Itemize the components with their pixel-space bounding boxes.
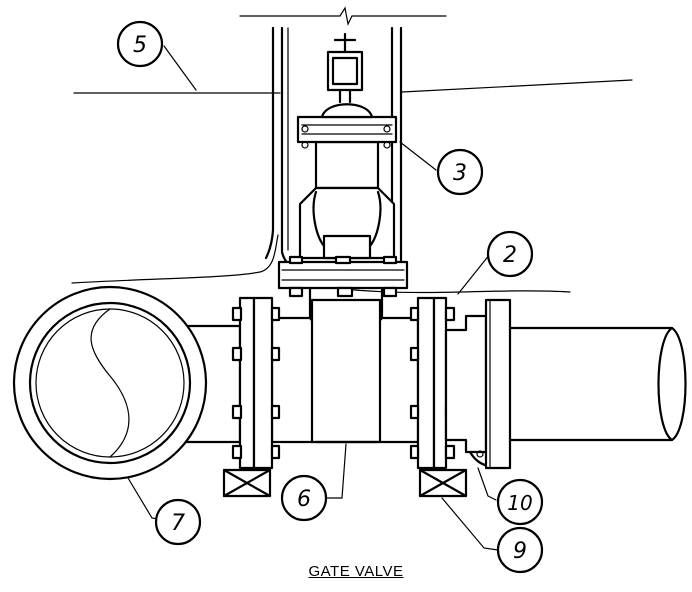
callout-10: 10 [496, 478, 544, 526]
callout-6-label: 6 [297, 487, 311, 512]
support-blocks [222, 468, 468, 498]
callout-7: 7 [154, 498, 202, 546]
callout-10-label: 10 [507, 491, 532, 515]
callout-5-label: 5 [133, 33, 147, 58]
callout-2: 2 [486, 230, 534, 278]
callout-3-label: 3 [453, 161, 467, 186]
callout-7-label: 7 [171, 511, 185, 536]
callout-2-label: 2 [503, 243, 517, 268]
pipe-right [508, 326, 687, 442]
valve-body [270, 298, 420, 444]
callout-9-label: 9 [513, 539, 527, 564]
callout-9: 9 [496, 526, 544, 574]
valve-bonnet [298, 140, 396, 264]
leader-lines [127, 45, 499, 551]
pipe-cross-section [12, 285, 242, 481]
left-flanges [231, 296, 281, 470]
right-flanges [409, 296, 456, 470]
break-line [239, 6, 447, 26]
coupling-adapter [444, 298, 512, 470]
operating-nut [326, 32, 364, 104]
callout-3: 3 [436, 148, 484, 196]
drawing-caption: GATE VALVE [308, 563, 404, 580]
callout-6: 6 [280, 474, 328, 522]
callout-5: 5 [116, 20, 164, 68]
bonnet-flange [296, 103, 398, 149]
body-flange [277, 255, 409, 302]
